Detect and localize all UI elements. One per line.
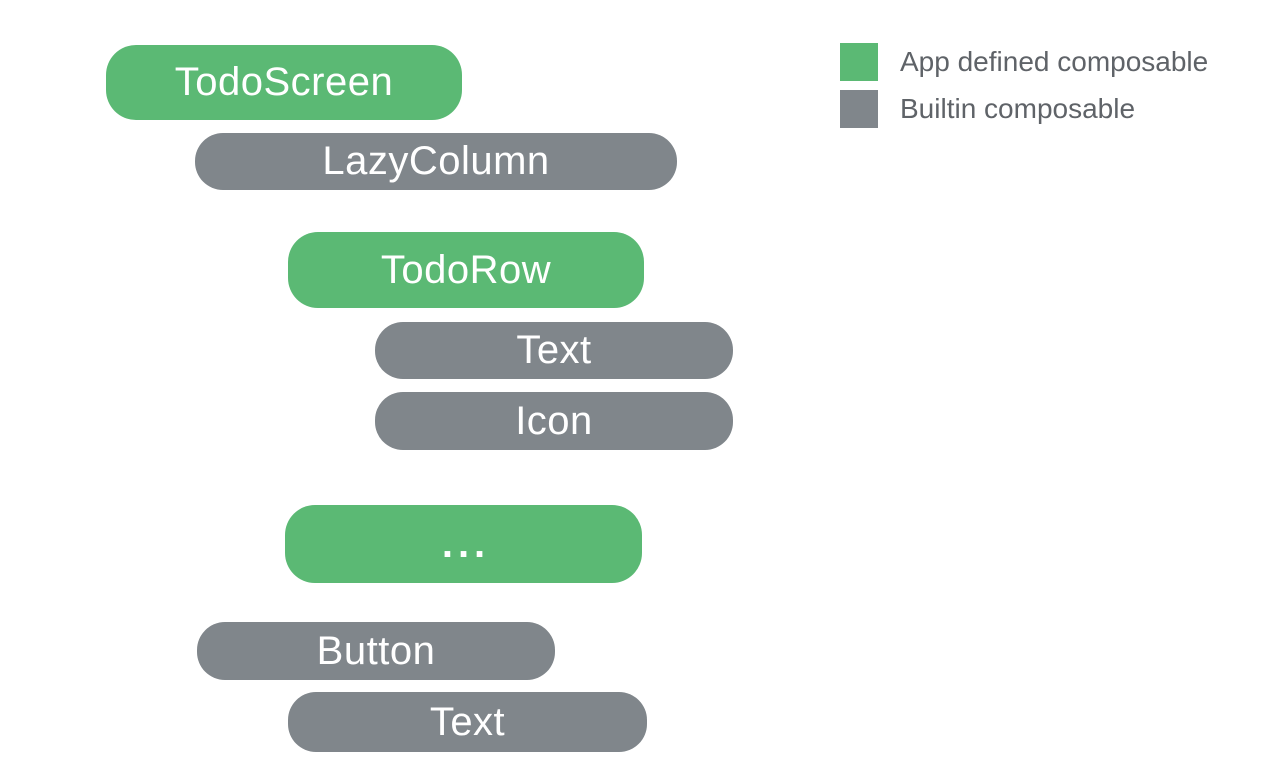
legend-swatch-app-icon bbox=[840, 43, 878, 81]
node-todorow: TodoRow bbox=[288, 232, 644, 308]
legend-label: Builtin composable bbox=[900, 93, 1136, 124]
node-label: ... bbox=[441, 521, 491, 566]
node-label: Button bbox=[316, 628, 436, 673]
node-label: TodoScreen bbox=[174, 60, 394, 104]
node-label: Text bbox=[516, 328, 592, 372]
node-text-1: Text bbox=[375, 322, 733, 379]
legend-item-builtin: Builtin composable bbox=[840, 90, 1135, 128]
node-label: TodoRow bbox=[380, 247, 552, 292]
node-text-2: Text bbox=[288, 692, 647, 752]
node-label: Text bbox=[429, 699, 506, 744]
node-lazycolumn: LazyColumn bbox=[195, 133, 677, 190]
legend-label: App defined composable bbox=[900, 46, 1209, 77]
node-label: LazyColumn bbox=[322, 139, 550, 183]
legend-item-app-defined: App defined composable bbox=[840, 43, 1208, 81]
node-label: Icon bbox=[515, 398, 593, 443]
legend-swatch-builtin-icon bbox=[840, 90, 878, 128]
node-icon: Icon bbox=[375, 392, 733, 450]
node-button: Button bbox=[197, 622, 555, 680]
node-todoscreen: TodoScreen bbox=[106, 45, 462, 120]
node-ellipsis: ... bbox=[285, 505, 642, 583]
